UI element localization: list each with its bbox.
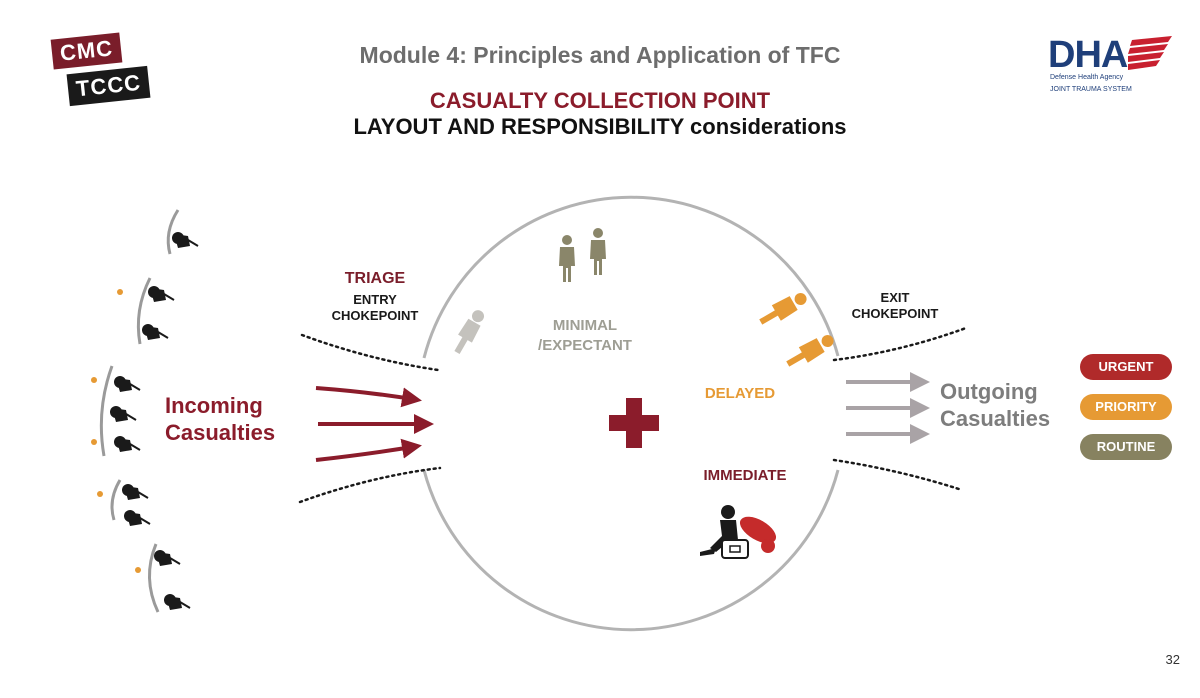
immediate-care-icon: [700, 505, 777, 559]
ccp-circle-top: [422, 195, 840, 359]
exit-chokepoint-lower: [832, 458, 964, 492]
entry-chokepoint-lower: [298, 466, 442, 504]
page-number: 32: [1165, 652, 1180, 667]
incoming-line1: Incoming: [165, 393, 263, 418]
minimal-line1: MINIMAL: [552, 317, 618, 334]
exit-label-line1: EXIT: [880, 290, 910, 305]
entry-chokepoint-label: ENTRY CHOKEPOINT: [300, 292, 450, 324]
minimal-casualties-icon: [559, 228, 606, 282]
incoming-casualties-group: [91, 209, 199, 613]
incoming-arrow-3: [315, 438, 422, 462]
entry-label-line1: ENTRY: [353, 292, 397, 307]
outgoing-casualties-label: Outgoing Casualties: [940, 378, 1090, 432]
incoming-arrow-1: [315, 386, 422, 408]
exit-chokepoint-label: EXIT CHOKEPOINT: [820, 290, 970, 322]
minimal-line2: /EXPECTANT: [538, 337, 632, 354]
dha-logo: DHA Defense Health Agency JOINT TRAUMA S…: [1048, 34, 1178, 100]
flag-stripes-icon: [1128, 36, 1172, 70]
dha-system-name: JOINT TRAUMA SYSTEM: [1050, 86, 1132, 93]
medical-cross-icon: [609, 398, 659, 448]
urgent-badge: URGENT: [1080, 354, 1172, 380]
outgoing-line1: Outgoing: [940, 379, 1038, 404]
incoming-line2: Casualties: [165, 420, 276, 445]
expectant-casualty-icon: [454, 310, 484, 355]
triage-label: TRIAGE: [344, 270, 406, 287]
exit-chokepoint-upper: [832, 326, 968, 362]
exit-label-line2: CHOKEPOINT: [851, 306, 939, 321]
delayed-label: DELAYED: [704, 385, 776, 402]
entry-label-line2: CHOKEPOINT: [331, 308, 419, 323]
dha-logo-letters: DHA: [1048, 34, 1128, 76]
immediate-label: IMMEDIATE: [703, 467, 787, 484]
entry-chokepoint-upper: [300, 333, 440, 372]
module-title: Module 4: Principles and Application of …: [359, 42, 841, 68]
routine-badge: ROUTINE: [1080, 434, 1172, 460]
outgoing-line2: Casualties: [940, 406, 1051, 431]
dha-agency-name: Defense Health Agency: [1050, 74, 1124, 81]
delayed-casualties-icon: [759, 293, 834, 367]
priority-badge: PRIORITY: [1080, 394, 1172, 420]
incoming-casualties-label: Incoming Casualties: [165, 392, 295, 446]
minimal-expectant-label: MINIMAL /EXPECTANT: [520, 316, 650, 356]
slide-title: CASUALTY COLLECTION POINT: [429, 88, 771, 113]
slide-subtitle: LAYOUT AND RESPONSIBILITY considerations: [353, 114, 847, 139]
ccp-circle-bottom: [422, 469, 840, 632]
